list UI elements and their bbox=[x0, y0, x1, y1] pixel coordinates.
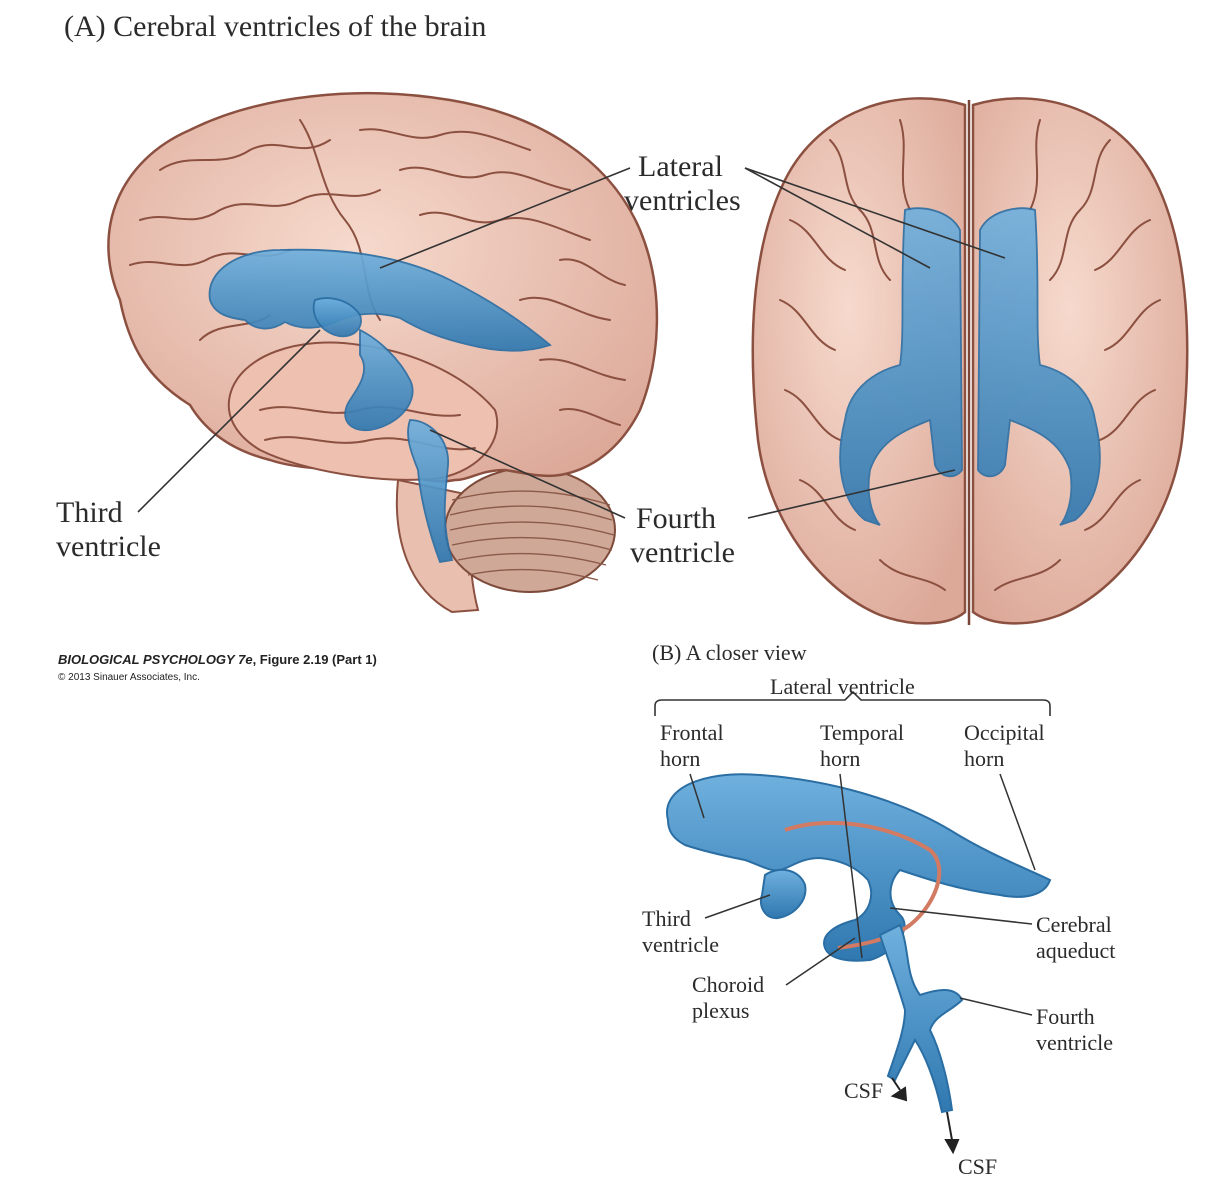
label-choroid-plexus-line1: Choroid bbox=[692, 972, 765, 997]
label-occipital-horn-line1: Occipital bbox=[964, 720, 1045, 745]
label-csf-1: CSF bbox=[844, 1078, 884, 1103]
label-temporal-horn-line1: Temporal bbox=[820, 720, 904, 745]
top-gyri bbox=[779, 119, 1161, 591]
label-temporal-horn-line2: horn bbox=[820, 746, 861, 771]
label-fourth-ventricle-line1: Fourth bbox=[636, 502, 717, 535]
temporal-horn-shape bbox=[344, 328, 414, 431]
label-fourth-ventricle-b-line2: ventricle bbox=[1036, 1030, 1113, 1055]
panel-a-leaders bbox=[137, 167, 1006, 519]
panel-b-leaders bbox=[689, 773, 1036, 1016]
closer-fourth-ventricle bbox=[878, 923, 964, 1114]
fourth-ventricle-shape bbox=[407, 419, 454, 564]
panel-a-title: (A) Cerebral ventricles of the brain bbox=[64, 10, 487, 43]
ventricles-top-view bbox=[839, 100, 1101, 625]
left-lateral-ventricle-top bbox=[839, 207, 963, 526]
label-occipital-horn-line2: horn bbox=[964, 746, 1005, 771]
label-third-ventricle-line2: ventricle bbox=[56, 530, 161, 563]
label-cerebral-aqueduct-line2: aqueduct bbox=[1036, 938, 1116, 963]
label-third-ventricle-b-line1: Third bbox=[642, 906, 691, 931]
ventricles-lateral-view bbox=[208, 248, 552, 564]
label-lateral-ventricles-line2: ventricles bbox=[624, 184, 741, 217]
right-lateral-ventricle-top bbox=[977, 207, 1101, 526]
label-frontal-horn-line1: Frontal bbox=[660, 720, 724, 745]
label-third-ventricle-b-line2: ventricle bbox=[642, 932, 719, 957]
label-lateral-ventricles-line1: Lateral bbox=[638, 150, 723, 183]
third-ventricle-shape bbox=[312, 297, 362, 338]
credit-figure: , Figure 2.19 (Part 1) bbox=[252, 652, 377, 667]
closer-third-ventricle bbox=[759, 868, 807, 920]
figure-credit: BIOLOGICAL PSYCHOLOGY 7e, Figure 2.19 (P… bbox=[58, 652, 377, 667]
csf-arrows bbox=[890, 1077, 960, 1155]
label-lateral-ventricle-bracket: Lateral ventricle bbox=[770, 674, 915, 699]
closer-view-ventricles bbox=[654, 690, 1052, 1155]
lateral-ventricle-bracket bbox=[654, 690, 1051, 716]
top-brain-view bbox=[751, 97, 1189, 625]
label-frontal-horn-line2: horn bbox=[660, 746, 701, 771]
label-choroid-plexus-line2: plexus bbox=[692, 998, 750, 1023]
label-third-ventricle-line1: Third bbox=[56, 496, 123, 529]
credit-copyright: © 2013 Sinauer Associates, Inc. bbox=[58, 672, 200, 683]
lateral-brain-view bbox=[107, 92, 659, 614]
credit-book: BIOLOGICAL PSYCHOLOGY 7e bbox=[58, 652, 253, 667]
cerebellum bbox=[444, 467, 616, 593]
label-fourth-ventricle-line2: ventricle bbox=[630, 536, 735, 569]
label-cerebral-aqueduct-line1: Cerebral bbox=[1036, 912, 1112, 937]
panel-b-title: (B) A closer view bbox=[652, 640, 807, 665]
lateral-ventricle-shape bbox=[208, 248, 552, 352]
label-csf-2: CSF bbox=[958, 1154, 998, 1179]
label-fourth-ventricle-b-line1: Fourth bbox=[1036, 1004, 1095, 1029]
